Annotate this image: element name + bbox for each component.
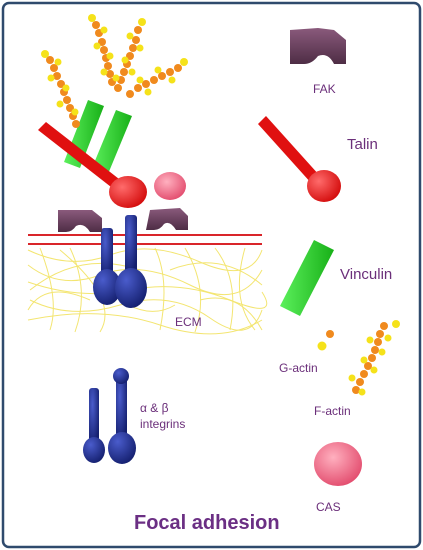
f-actin-label: F-actin bbox=[314, 404, 351, 418]
talin-label: Talin bbox=[347, 136, 378, 153]
integrins-label-line2: integrins bbox=[140, 417, 186, 431]
fak-label: FAK bbox=[313, 82, 336, 96]
integrins-label: α & β integrins bbox=[140, 400, 210, 432]
vinculin-shape bbox=[280, 240, 334, 316]
fak-in-complex-left bbox=[58, 210, 102, 232]
cas-label: CAS bbox=[316, 500, 341, 514]
ecm-fibers bbox=[27, 247, 268, 335]
g-actin-shape bbox=[317, 330, 334, 351]
talin-in-complex bbox=[38, 122, 147, 208]
vinculin-label: Vinculin bbox=[340, 266, 393, 283]
f-actin-shape bbox=[348, 320, 400, 396]
cas-shape bbox=[314, 442, 362, 486]
cas-in-complex bbox=[154, 172, 186, 200]
fak-shape bbox=[290, 28, 346, 64]
g-actin-label: G-actin bbox=[279, 361, 318, 375]
diagram-title: Focal adhesion bbox=[134, 512, 280, 534]
integrins-label-line1: α & β bbox=[140, 401, 169, 415]
integrins-shape bbox=[83, 368, 136, 464]
ecm-label: ECM bbox=[175, 315, 202, 329]
fak-in-complex-right bbox=[146, 208, 188, 230]
integrin-pair-assembled bbox=[93, 215, 147, 308]
talin-shape bbox=[258, 116, 341, 202]
actin-filaments-in-complex bbox=[41, 14, 188, 128]
